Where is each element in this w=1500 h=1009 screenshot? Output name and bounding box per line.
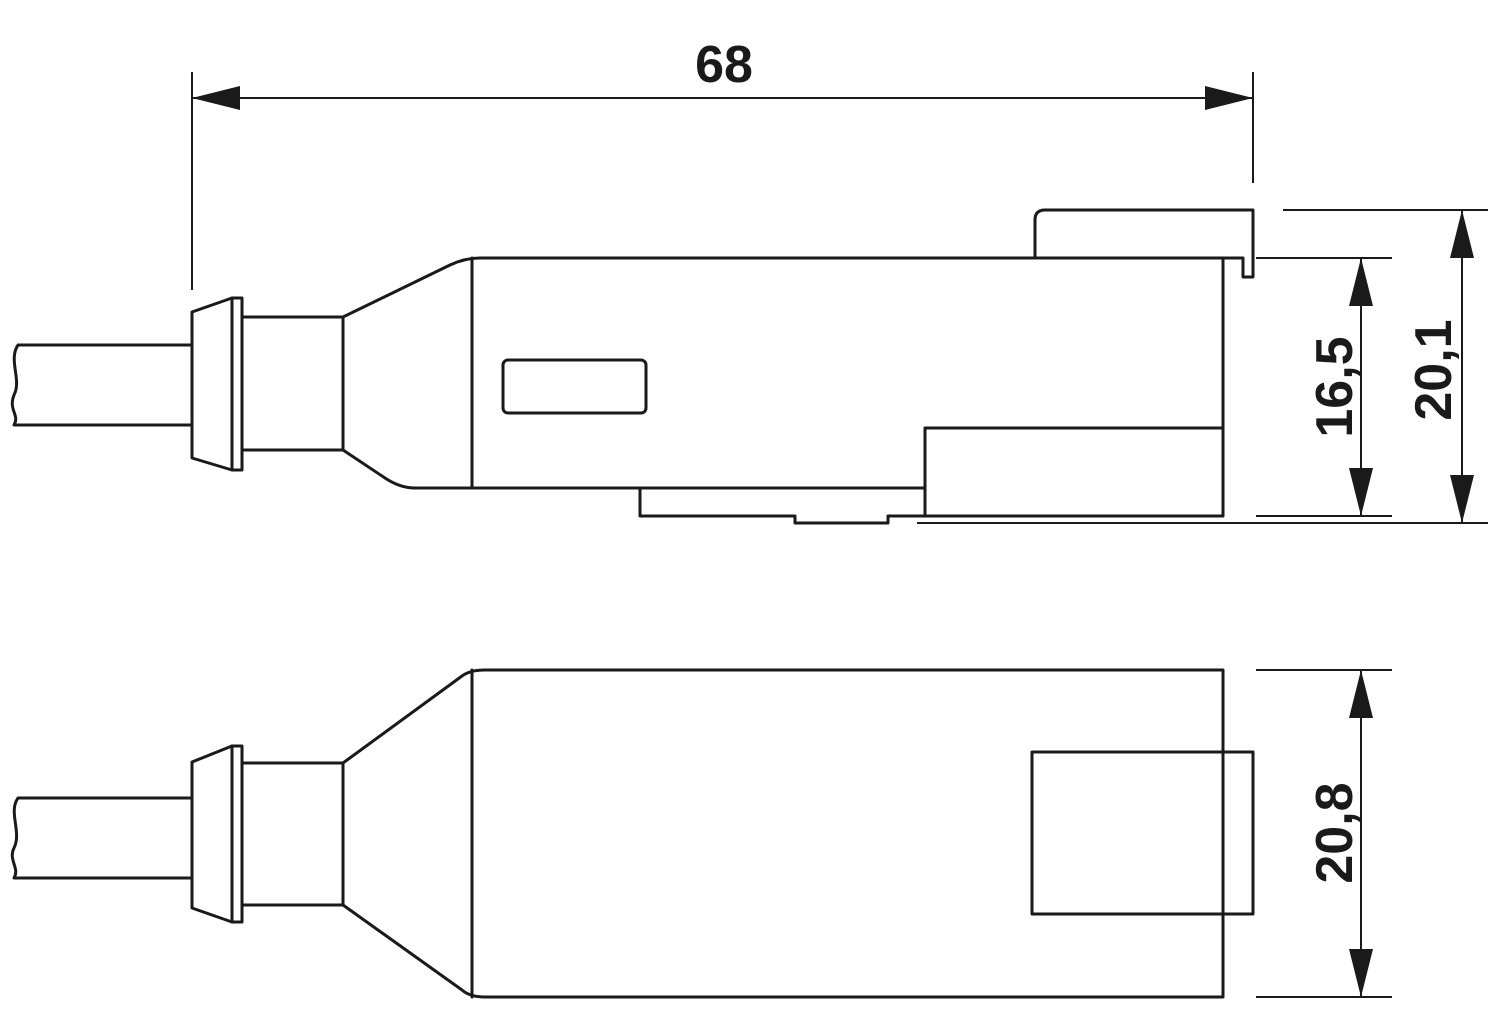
top-view: 20,8 bbox=[10, 668, 1392, 999]
side-view-window bbox=[501, 358, 648, 415]
side-view-collar bbox=[240, 315, 345, 452]
dimension-label-overall-length: 68 bbox=[695, 36, 753, 94]
side-view-cable bbox=[10, 343, 194, 427]
dimension-total-height: 20,1 bbox=[1283, 209, 1488, 523]
top-view-cable bbox=[10, 796, 194, 880]
dimension-label-body-width: 20,8 bbox=[1306, 782, 1364, 883]
top-view-body bbox=[341, 668, 1255, 999]
side-view-body bbox=[341, 208, 1488, 525]
top-view-nut bbox=[190, 744, 244, 924]
top-view-collar bbox=[240, 761, 345, 907]
dimension-body-height: 16,5 bbox=[1256, 257, 1392, 517]
dimension-overall-length: 68 bbox=[191, 36, 1254, 290]
side-view: 68 16,5 20,1 bbox=[10, 36, 1488, 525]
dimension-label-body-height: 16,5 bbox=[1306, 336, 1364, 437]
dimension-label-total-height: 20,1 bbox=[1405, 319, 1463, 420]
dimension-body-width: 20,8 bbox=[1256, 669, 1392, 998]
side-view-nut bbox=[190, 296, 244, 472]
top-view-latch bbox=[1221, 750, 1255, 916]
